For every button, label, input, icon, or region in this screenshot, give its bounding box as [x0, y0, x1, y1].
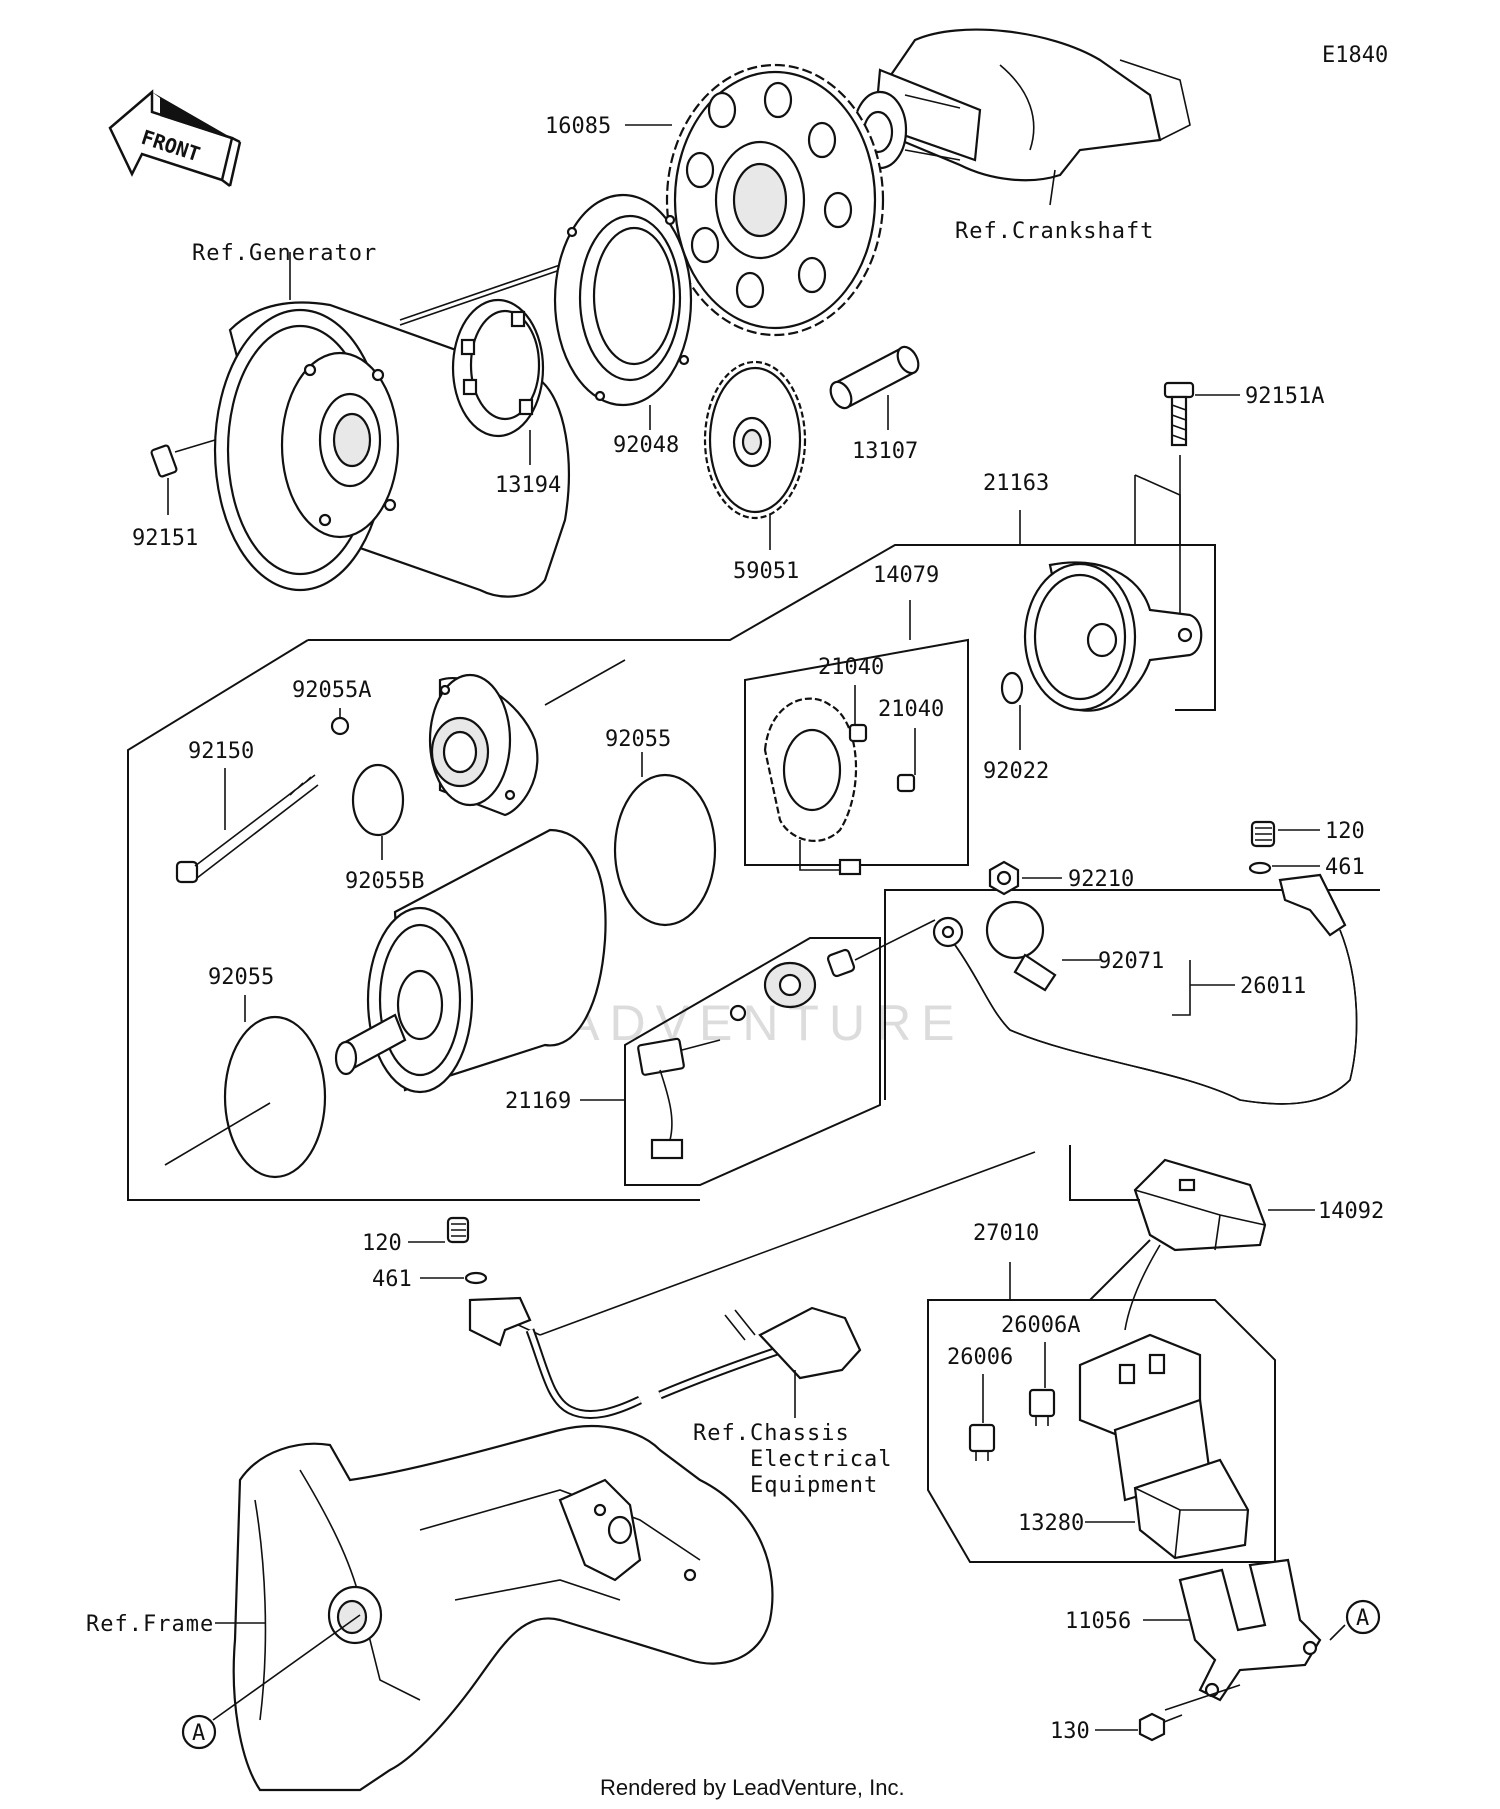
- o-ring-92055B: [351, 763, 405, 837]
- terminal-cap-92071: [985, 900, 1057, 992]
- part-label-21040-a: 21040: [818, 655, 884, 680]
- gear-16085: [665, 63, 885, 337]
- idle-gear-59051: [703, 360, 807, 520]
- part-label-120-b: 120: [362, 1231, 402, 1256]
- terminal-kit-frame: [624, 937, 881, 1186]
- shaft-13107: [829, 345, 920, 410]
- frame: [232, 1424, 774, 1792]
- fuse-26006: [968, 1423, 996, 1461]
- diagram-code: E1840: [1322, 43, 1388, 68]
- part-label-26006: 26006: [947, 1345, 1013, 1370]
- part-label-92055A: 92055A: [292, 678, 371, 703]
- relay-case-13280: [1133, 1458, 1250, 1560]
- o-ring-92055-upper: [613, 773, 717, 927]
- rear-cover: [1023, 474, 1203, 712]
- starter-motor-body: [334, 828, 607, 1094]
- brush-holder-frame: [744, 638, 969, 866]
- part-label-92055B: 92055B: [345, 869, 424, 894]
- part-label-27010: 27010: [973, 1221, 1039, 1246]
- starter-cable-26011: [932, 873, 1358, 1105]
- front-arrow-icon: FRONT: [108, 89, 242, 187]
- ref-chassis-label-2: Electrical: [750, 1447, 892, 1472]
- bolt-92151A: [1163, 381, 1195, 447]
- relay-cover-14092: [1133, 1158, 1267, 1252]
- part-label-26006A: 26006A: [1001, 1313, 1080, 1338]
- part-label-14092: 14092: [1318, 1199, 1384, 1224]
- footer-credit: Rendered by LeadVenture, Inc.: [600, 1775, 905, 1800]
- part-label-16085: 16085: [545, 114, 611, 139]
- bolt-130: [1138, 1712, 1183, 1742]
- nut-92210: [988, 860, 1020, 896]
- part-label-21163: 21163: [983, 471, 1049, 496]
- one-way-clutch-13194: [451, 298, 545, 438]
- part-label-461-a: 461: [1325, 855, 1365, 880]
- starter-motor-frame: [308, 544, 1216, 711]
- ref-chassis-label-1: Ref.Chassis: [693, 1421, 850, 1446]
- bolt-120-upper: [1248, 820, 1276, 875]
- part-label-59051: 59051: [733, 559, 799, 584]
- bolt-92151: [150, 439, 216, 478]
- part-label-92151: 92151: [132, 526, 198, 551]
- callout-a-left-label: A: [192, 1721, 205, 1746]
- part-label-92048: 92048: [613, 433, 679, 458]
- part-label-130: 130: [1050, 1719, 1090, 1744]
- brush-plate: [763, 697, 916, 876]
- ref-frame-label: Ref.Frame: [86, 1612, 214, 1637]
- bolt-92150: [175, 774, 319, 884]
- part-label-92210: 92210: [1068, 867, 1134, 892]
- part-label-13194: 13194: [495, 473, 561, 498]
- ref-crankshaft-label: Ref.Crankshaft: [955, 219, 1154, 244]
- callout-a-left: [181, 1714, 217, 1750]
- clutch-housing-92048: [553, 193, 693, 407]
- part-label-13107: 13107: [852, 439, 918, 464]
- fuse-26006A: [1028, 1388, 1056, 1426]
- part-label-21169: 21169: [505, 1089, 571, 1114]
- bracket-11056: [1178, 1558, 1322, 1702]
- part-label-21040-b: 21040: [878, 697, 944, 722]
- terminal-kit: [637, 919, 936, 1160]
- generator-rotor: [213, 301, 570, 598]
- ref-generator-label: Ref.Generator: [192, 241, 377, 266]
- part-label-13280: 13280: [1018, 1511, 1084, 1536]
- callout-a-right: [1345, 1599, 1381, 1635]
- o-ring-92055A: [330, 716, 350, 736]
- washer-92022: [1000, 671, 1024, 705]
- part-label-26011: 26011: [1240, 974, 1306, 999]
- part-label-92022: 92022: [983, 759, 1049, 784]
- part-label-92071: 92071: [1098, 949, 1164, 974]
- part-label-14079: 14079: [873, 563, 939, 588]
- battery-cable: [468, 1296, 862, 1420]
- part-label-92055-a: 92055: [605, 727, 671, 752]
- part-label-92055-b: 92055: [208, 965, 274, 990]
- o-ring-92055-lower: [223, 1015, 327, 1179]
- crankshaft: [852, 28, 1191, 182]
- ref-chassis-label-3: Equipment: [750, 1473, 878, 1498]
- part-label-11056: 11056: [1065, 1609, 1131, 1634]
- part-label-120-a: 120: [1325, 819, 1365, 844]
- part-label-92151A: 92151A: [1245, 384, 1324, 409]
- bolt-120-lower: [446, 1216, 488, 1285]
- callout-a-right-label: A: [1356, 1606, 1369, 1631]
- part-label-461-b: 461: [372, 1267, 412, 1292]
- front-cover: [428, 673, 539, 817]
- part-label-92150: 92150: [188, 739, 254, 764]
